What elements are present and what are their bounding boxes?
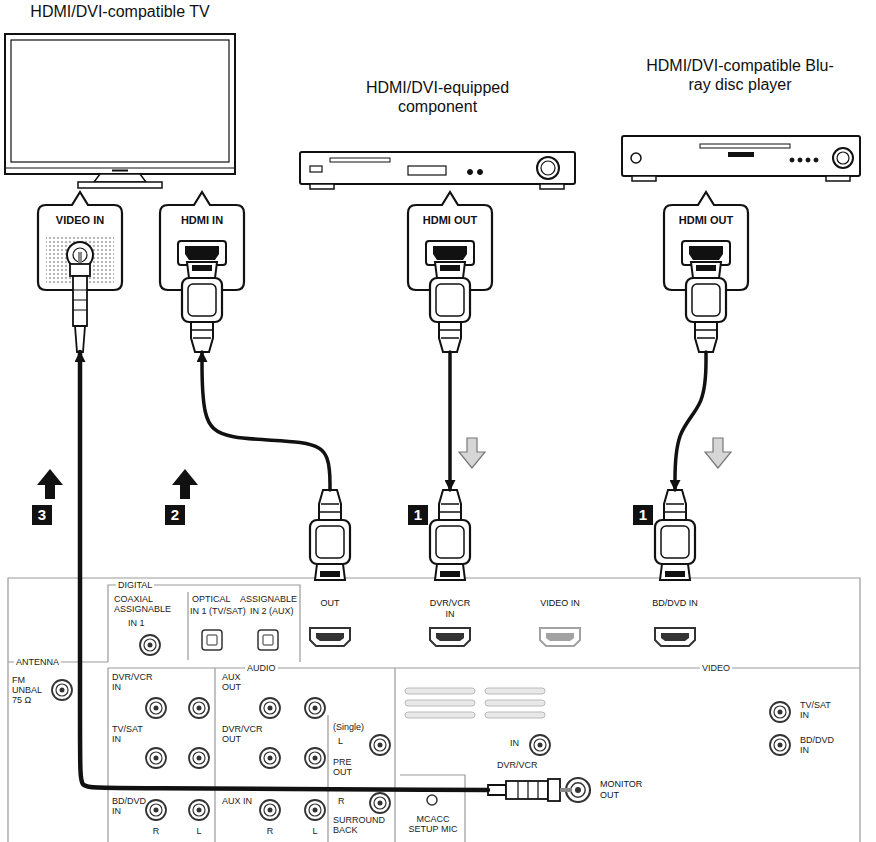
group-heading: DIGITAL xyxy=(116,580,154,590)
panel-label: IN xyxy=(510,738,519,748)
cable xyxy=(675,352,706,490)
panel-label: R xyxy=(262,826,278,836)
jack-callout: HDMI IN xyxy=(160,205,244,352)
node-text: HDMI IN xyxy=(181,214,223,227)
hdmi-port: OUT xyxy=(290,490,370,650)
panel-label: IN 1 xyxy=(128,618,145,628)
panel-label: R xyxy=(338,796,345,806)
node-text: MONITOR OUT xyxy=(600,779,652,801)
panel-label: TV/SAT IN xyxy=(800,700,840,720)
node-text: VIDEO IN xyxy=(56,214,104,227)
component-device xyxy=(300,152,575,189)
callout-number: 1 xyxy=(633,505,653,525)
panel-label: L xyxy=(191,826,207,836)
jack-callout: VIDEO IN xyxy=(38,205,122,352)
cable xyxy=(80,352,488,790)
panel-label: IN 1 (TV/SAT) xyxy=(190,606,246,616)
node-text: BD/DVD IN xyxy=(652,598,698,609)
bluray-device xyxy=(622,136,860,181)
tv xyxy=(5,34,235,188)
group-heading: VIDEO xyxy=(700,663,732,673)
panel-label: IN 2 (AUX) xyxy=(250,606,294,616)
jack-callout: HDMI OUT xyxy=(408,205,492,352)
device-title: HDMI/DVI-equipped component xyxy=(295,78,580,134)
node-text: HDMI/DVI-compatible Blu-ray disc player xyxy=(638,56,843,94)
panel-label: AUX IN xyxy=(222,796,258,806)
jack-callout: HDMI OUT xyxy=(664,205,748,352)
video-vents xyxy=(405,688,545,718)
hdmi-port: VIDEO IN xyxy=(520,490,600,650)
panel-label: ASSIGNABLE xyxy=(240,594,297,604)
panel-label: L xyxy=(338,736,343,746)
plugs xyxy=(70,252,726,801)
panel-label: DVR/VCR xyxy=(497,760,538,770)
panel-label: R xyxy=(148,826,164,836)
panel-label: MCACC SETUP MIC xyxy=(402,814,464,834)
panel-label: OPTICAL xyxy=(192,594,231,604)
node-text: HDMI/DVI-equipped component xyxy=(343,78,533,116)
panel-label: BD/DVD IN xyxy=(112,796,148,816)
cable xyxy=(448,352,452,490)
panel-label: TV/SAT IN xyxy=(112,724,148,744)
panel-label: BD/DVD IN xyxy=(800,735,840,755)
group-heading: AUDIO xyxy=(245,663,278,673)
direction-arrows xyxy=(37,438,731,499)
panel-label: (Single) xyxy=(333,722,364,732)
device-title: HDMI/DVI-compatible TV xyxy=(5,2,235,28)
callout-number: 2 xyxy=(165,505,185,525)
callout-number: 1 xyxy=(408,505,428,525)
device-title: HDMI/DVI-compatible Blu-ray disc player xyxy=(615,56,865,112)
node-text: DVR/VCR IN xyxy=(427,598,473,620)
node-text: VIDEO IN xyxy=(540,598,580,609)
panel-label: AUX OUT xyxy=(222,672,258,692)
panel-label: PRE OUT xyxy=(333,757,365,777)
node-text: HDMI OUT xyxy=(679,214,733,227)
callout-bubbles xyxy=(38,192,748,290)
node-text: HDMI/DVI-compatible TV xyxy=(30,2,209,21)
monitor-port: MONITOR OUT xyxy=(488,770,660,810)
node-text: HDMI OUT xyxy=(423,214,477,227)
node-text: OUT xyxy=(321,598,340,609)
cable xyxy=(202,352,330,490)
panel-label: DVR/VCR OUT xyxy=(222,724,262,744)
panel-label: SURROUND BACK xyxy=(333,815,383,835)
group-heading: ANTENNA xyxy=(14,657,61,667)
panel-label: L xyxy=(307,826,323,836)
receiver-panel xyxy=(8,578,860,842)
callout-number: 3 xyxy=(32,505,52,525)
panel-label: DVR/VCR IN xyxy=(112,672,148,692)
panel-label: COAXIAL ASSIGNABLE xyxy=(114,594,176,614)
panel-label: FM UNBAL 75 Ω xyxy=(12,675,46,705)
